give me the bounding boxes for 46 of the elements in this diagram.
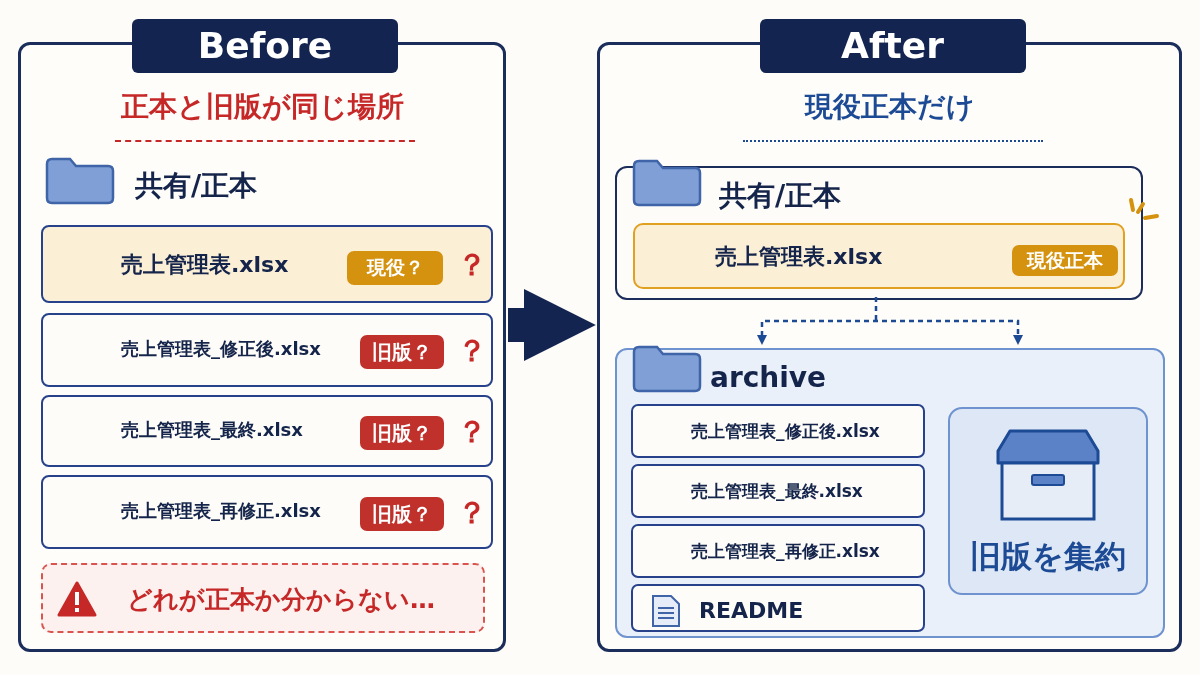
- status-badge: [360, 497, 444, 531]
- heading: 現役正本だけ: [803, 93, 976, 121]
- status-badge: [347, 251, 443, 285]
- badge-text: 旧版？: [371, 504, 433, 524]
- heading: 正本と旧版が同じ場所: [119, 93, 405, 121]
- connector-line: [757, 297, 1023, 345]
- file-row: [633, 223, 1125, 289]
- status-badge: [1012, 245, 1118, 276]
- folder-name: archive: [710, 364, 827, 392]
- file-name: 売上管理表_最終.xlsx: [121, 421, 303, 439]
- file-name: README: [699, 600, 804, 622]
- file-row: [631, 524, 925, 578]
- file-row: [631, 404, 925, 458]
- warning-text: どれが正本か分からない…: [127, 587, 435, 612]
- title-tab: After: [759, 19, 1026, 73]
- archive-box: [615, 348, 1165, 638]
- title-tab: Before: [132, 19, 398, 73]
- file-row: [631, 584, 925, 632]
- summary-card: [948, 407, 1148, 595]
- badge-text: 旧版？: [371, 342, 433, 362]
- file-name: 売上管理表_修正後.xlsx: [691, 423, 880, 440]
- file-name: 売上管理表_再修正.xlsx: [691, 543, 880, 560]
- file-name: 売上管理表_再修正.xlsx: [121, 502, 321, 520]
- file-row: [41, 395, 493, 467]
- question-mark: ？: [457, 498, 487, 528]
- warning-box: [41, 563, 485, 633]
- file-name: 売上管理表.xlsx: [121, 254, 289, 276]
- status-badge: [360, 416, 444, 450]
- file-row: [41, 313, 493, 387]
- badge-text: 旧版？: [371, 423, 433, 443]
- file-row: [41, 475, 493, 549]
- question-mark: ？: [457, 336, 487, 366]
- file-name: 売上管理表_最終.xlsx: [691, 483, 863, 500]
- folder-name: 共有/正本: [719, 182, 842, 210]
- file-name: 売上管理表_修正後.xlsx: [121, 340, 321, 358]
- file-name: 売上管理表.xlsx: [715, 246, 883, 268]
- file-row: [631, 464, 925, 518]
- summary-text: 旧版を集約: [969, 541, 1127, 572]
- question-mark: ？: [457, 417, 487, 447]
- badge-text: 現役正本: [1025, 250, 1104, 270]
- badge-text: 現役？: [365, 258, 425, 277]
- question-mark: ？: [457, 250, 487, 280]
- status-badge: [360, 335, 444, 369]
- file-row: [41, 225, 493, 303]
- arrow: [508, 289, 596, 361]
- folder-name: 共有/正本: [135, 172, 258, 200]
